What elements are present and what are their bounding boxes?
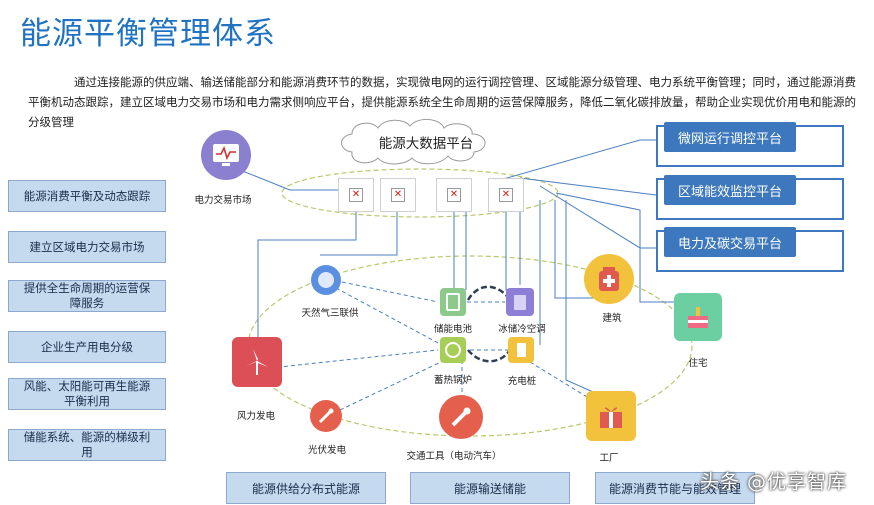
boiler-icon [440, 337, 466, 363]
gas-cchp-icon [311, 265, 341, 295]
platform-microgrid: 微网运行调控平台 [664, 122, 796, 152]
left-item-consumption: 能源消费平衡及动态跟踪 [8, 180, 166, 212]
big-data-platform-label: 能源大数据平台 [378, 136, 474, 152]
node-label-charger: 充电桩 [507, 376, 537, 387]
page-title: 能源平衡管理体系 [20, 16, 276, 52]
watermark: 头条 @优享智库 [700, 471, 848, 493]
node-label-icestorage: 冰储冷空调 [498, 324, 546, 335]
node-label-boiler: 蓄热锅炉 [433, 375, 473, 386]
building-icon [584, 254, 634, 304]
wind-turbine-icon [232, 337, 282, 387]
charger-icon [508, 337, 534, 363]
left-item-market: 建立区域电力交易市场 [8, 231, 166, 263]
broken-image-icon: ✕ [380, 178, 416, 212]
cloud-shape [341, 119, 486, 165]
node-label-ev: 交通工具（电动汽车） [406, 451, 502, 462]
node-label-market: 电力交易市场 [194, 195, 252, 206]
bottom-item-consumption: 能源消费节能与能效管理 [595, 472, 755, 504]
node-label-battery: 储能电池 [433, 324, 473, 335]
intro-text: 通过连接能源的供应端、输送储能部分和能源消费环节的数据，实现微电网的运行调控管理… [28, 75, 856, 129]
left-item-lifecycle: 提供全生命周期的运营保障服务 [8, 280, 166, 312]
platform-efficiency: 区域能效监控平台 [664, 175, 796, 205]
node-label-wind: 风力发电 [236, 411, 276, 422]
node-label-pv: 光伏发电 [307, 445, 347, 456]
pv-icon [310, 400, 342, 432]
node-label-cchp: 天然气三联供 [301, 308, 359, 319]
broken-image-icon: ✕ [488, 178, 524, 212]
left-item-renewable: 风能、太阳能可再生能源平衡利用 [8, 378, 166, 410]
platform-trading: 电力及碳交易平台 [664, 227, 796, 257]
residence-icon [674, 293, 722, 341]
left-item-grading: 企业生产用电分级 [8, 331, 166, 363]
node-label-building: 建筑 [602, 313, 622, 324]
node-label-residence: 住宅 [688, 358, 708, 369]
left-item-storage: 储能系统、能源的梯级利用 [8, 429, 166, 461]
monitor-icon [201, 130, 251, 180]
ev-icon [439, 395, 483, 439]
bottom-item-transmission: 能源输送储能 [410, 472, 570, 504]
node-label-factory: 工厂 [599, 453, 619, 464]
broken-image-icon: ✕ [436, 178, 472, 212]
bottom-item-supply: 能源供给分布式能源 [226, 472, 386, 504]
ice-storage-icon [506, 288, 534, 316]
broken-image-icon: ✕ [338, 178, 374, 212]
factory-icon [586, 391, 636, 441]
battery-icon [440, 288, 466, 316]
